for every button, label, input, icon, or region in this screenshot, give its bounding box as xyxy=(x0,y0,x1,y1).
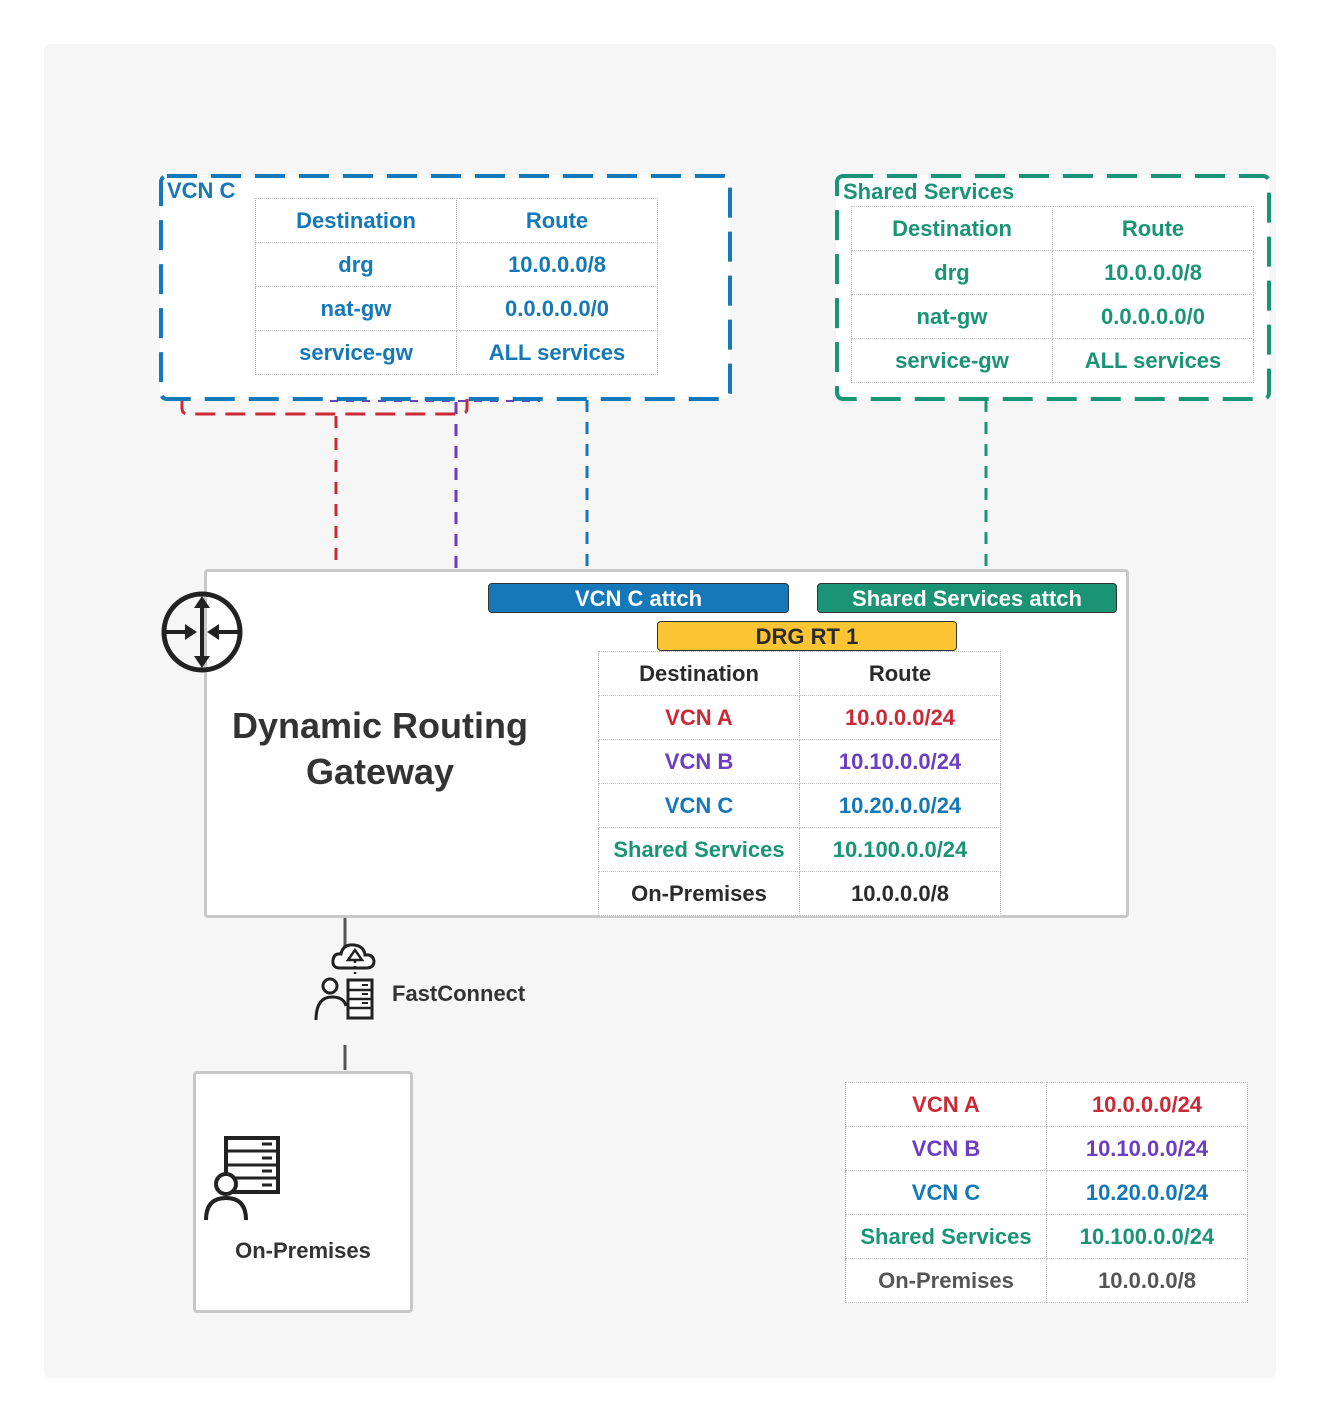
drg-route-table-label[interactable]: DRG RT 1 xyxy=(657,621,957,651)
table-cell: VCN C xyxy=(598,783,800,828)
vcn-c-attachment[interactable]: VCN C attch xyxy=(488,583,789,613)
table-cell: 10.0.0.0/24 xyxy=(1046,1082,1248,1127)
table-cell: ALL services xyxy=(1052,338,1254,383)
table-cell: 10.0.0.0/24 xyxy=(799,695,1001,740)
table-cell: VCN B xyxy=(598,739,800,784)
table-cell: On-Premises xyxy=(845,1258,1047,1303)
router-icon xyxy=(161,591,243,673)
table-cell: ALL services xyxy=(456,330,658,375)
vcn-c-header-destination: Destination xyxy=(255,198,457,243)
table-cell: 10.20.0.0/24 xyxy=(799,783,1001,828)
table-cell: 10.20.0.0/24 xyxy=(1046,1170,1248,1215)
vcn-c-title: VCN C xyxy=(167,178,236,203)
table-cell: Shared Services xyxy=(845,1214,1047,1259)
table-cell: 0.0.0.0.0/0 xyxy=(1052,294,1254,339)
on-premises-label: On-Premises xyxy=(235,1238,371,1263)
table-cell: 10.0.0.0/8 xyxy=(456,242,658,287)
shared-services-header-destination: Destination xyxy=(851,206,1053,251)
fastconnect-label: FastConnect xyxy=(392,981,526,1006)
on-premises-icon xyxy=(204,1136,280,1221)
table-cell: VCN B xyxy=(845,1126,1047,1171)
table-cell: 10.100.0.0/24 xyxy=(799,827,1001,872)
table-cell: On-Premises xyxy=(598,871,800,916)
fastconnect-icon xyxy=(314,943,376,1021)
vcn-a-connector xyxy=(180,395,469,416)
vcn-c-header-route: Route xyxy=(456,198,658,243)
table-cell: VCN A xyxy=(598,695,800,740)
table-cell: VCN C xyxy=(845,1170,1047,1215)
table-cell: 10.0.0.0/8 xyxy=(1052,250,1254,295)
shared-services-attachment[interactable]: Shared Services attch xyxy=(817,583,1117,613)
shared-services-dashed-border xyxy=(835,174,1271,401)
table-cell: 10.0.0.0/8 xyxy=(799,871,1001,916)
table-cell: Shared Services xyxy=(598,827,800,872)
table-cell: 0.0.0.0.0/0 xyxy=(456,286,658,331)
table-cell: 10.100.0.0/24 xyxy=(1046,1214,1248,1259)
table-cell: 10.10.0.0/24 xyxy=(1046,1126,1248,1171)
drg-header-destination: Destination xyxy=(598,651,800,696)
table-cell: service-gw xyxy=(255,330,457,375)
table-cell: drg xyxy=(255,242,457,287)
table-cell: nat-gw xyxy=(851,294,1053,339)
drg-title: Dynamic Routing Gateway xyxy=(231,705,528,792)
table-cell: 10.0.0.0/8 xyxy=(1046,1258,1248,1303)
table-cell: VCN A xyxy=(845,1082,1047,1127)
table-cell: drg xyxy=(851,250,1053,295)
drg-header-route: Route xyxy=(799,651,1001,696)
table-cell: service-gw xyxy=(851,338,1053,383)
table-cell: nat-gw xyxy=(255,286,457,331)
vcn-c-dashed-border xyxy=(159,174,732,401)
table-cell: 10.10.0.0/24 xyxy=(799,739,1001,784)
shared-services-header-route: Route xyxy=(1052,206,1254,251)
shared-services-title: Shared Services xyxy=(843,179,1015,204)
